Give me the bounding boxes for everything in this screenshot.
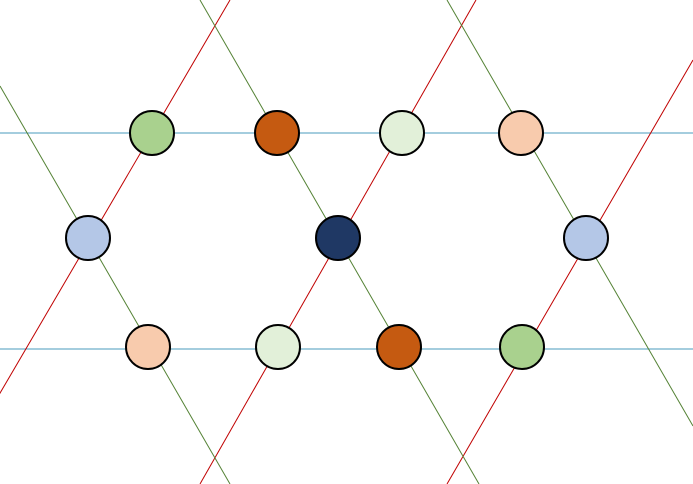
node-top-4 (498, 110, 544, 156)
red-line-3 (446, 59, 693, 484)
green-line-3 (446, 0, 693, 427)
lattice-nodes (65, 110, 609, 370)
node-top-3 (379, 110, 425, 156)
node-top-1 (129, 110, 175, 156)
node-middle-right (563, 215, 609, 261)
node-bottom-3 (376, 324, 422, 370)
horizontal-lines (0, 132, 693, 350)
node-bottom-1 (125, 324, 171, 370)
node-bottom-2 (255, 324, 301, 370)
node-middle-left (65, 215, 111, 261)
node-top-2 (254, 110, 300, 156)
node-middle-center (315, 215, 361, 261)
red-line-1 (0, 0, 231, 395)
node-bottom-4 (499, 324, 545, 370)
green-line-1 (0, 85, 231, 484)
